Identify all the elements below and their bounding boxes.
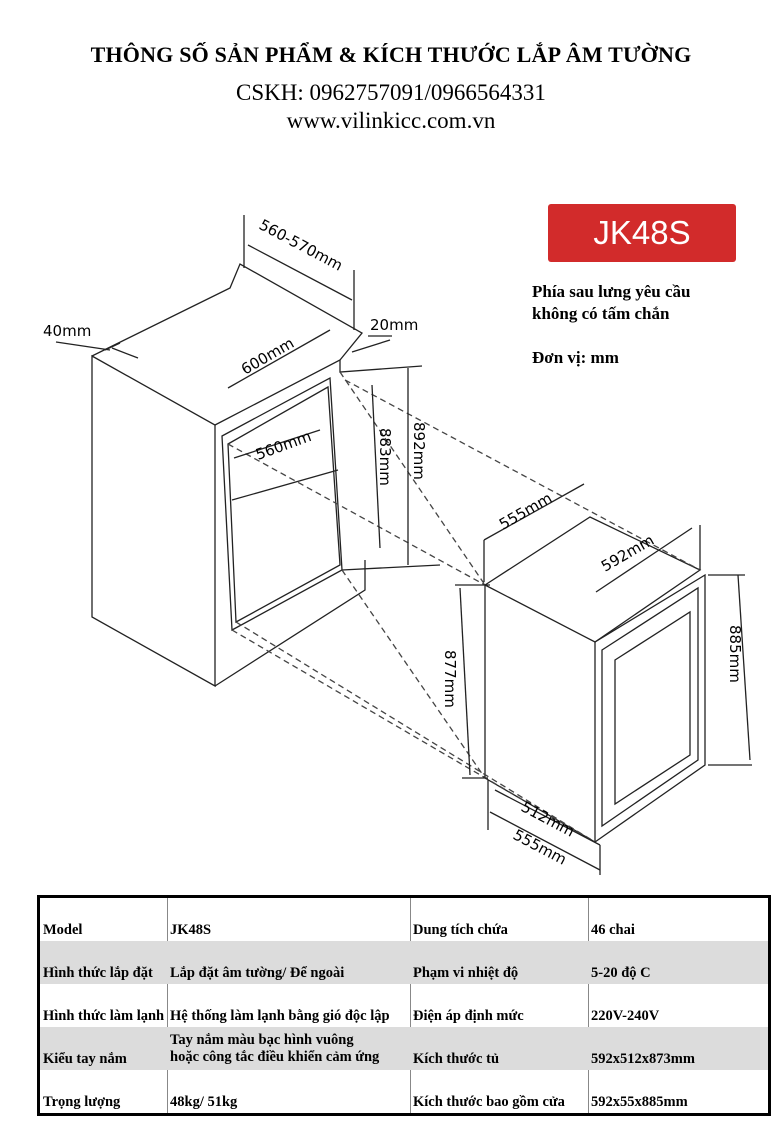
unit-note: Đơn vị: mm	[532, 348, 619, 367]
spec-table: Model JK48S Dung tích chứa 46 chai Hình …	[37, 895, 771, 1116]
dim-top-gap: 40mm	[43, 322, 91, 340]
spec-value: 220V-240V	[591, 1008, 660, 1024]
dim-unit-height: 877mm	[441, 650, 459, 708]
spec-row-cooling: Hình thức làm lạnh Hệ thống làm lạnh bằn…	[40, 984, 768, 1027]
spec-value-line-1: Tay nắm màu bạc hình vuông	[170, 1032, 354, 1048]
spec-label: Phạm vi nhiệt độ	[413, 965, 519, 981]
dim-door-height: 885mm	[726, 625, 744, 683]
note-line-1: Phía sau lưng yêu cầu	[532, 282, 691, 301]
note-line-2: không có tấm chắn	[532, 304, 670, 323]
dim-total-height: 892mm	[410, 422, 428, 480]
projection-lines	[227, 371, 701, 843]
spec-label: Dung tích chứa	[413, 922, 508, 938]
spec-value: Tay nắm màu bạc hình vuông hoặc công tắc…	[170, 1032, 379, 1066]
cabinet-outline	[91, 263, 441, 688]
dim-unit-width: 592mm	[598, 531, 657, 576]
spec-label: Kích thước tủ	[413, 1051, 500, 1067]
spec-value: 5-20 độ C	[591, 965, 651, 981]
spec-label: Model	[43, 922, 83, 938]
spec-row-handle: Kiểu tay nắm Tay nắm màu bạc hình vuông …	[40, 1027, 768, 1070]
spec-label: Kiểu tay nắm	[43, 1051, 127, 1067]
spec-label: Điện áp định mức	[413, 1008, 524, 1024]
dim-cabinet-depth: 560-570mm	[256, 216, 346, 275]
installation-drawing: 560-570mm 40mm 20mm 600mm 560mm 883mm 89…	[43, 215, 752, 875]
dim-unit-depth-top: 555mm	[496, 489, 555, 534]
spec-value-line-2: hoặc công tắc điều khiển cảm ứng	[170, 1049, 380, 1065]
website: www.vilinkicc.com.vn	[286, 108, 496, 133]
dim-opening-width: 560mm	[253, 427, 314, 464]
spec-label: Kích thước bao gồm cửa	[413, 1094, 565, 1110]
spec-value: 592x512x873mm	[591, 1051, 695, 1067]
spec-label: Trọng lượng	[43, 1094, 121, 1110]
spec-value: JK48S	[170, 922, 212, 938]
wine-cooler-outline	[483, 516, 706, 844]
spec-value: 46 chai	[591, 922, 635, 938]
dim-side-gap: 20mm	[370, 316, 418, 334]
spec-value: 592x55x885mm	[591, 1094, 688, 1110]
spec-value: Lắp đặt âm tường/ Để ngoài	[170, 965, 345, 981]
spec-value: Hệ thống làm lạnh bằng gió độc lập	[170, 1008, 390, 1024]
dim-cabinet-width: 600mm	[238, 334, 297, 379]
spec-row-install: Hình thức lắp đặt Lắp đặt âm tường/ Để n…	[40, 941, 768, 984]
spec-row-model: Model JK48S Dung tích chứa 46 chai	[40, 898, 768, 941]
model-badge-label: JK48S	[593, 214, 691, 251]
dimension-lines	[55, 215, 752, 875]
model-badge: JK48S	[548, 204, 736, 262]
spec-label: Hình thức lắp đặt	[43, 965, 153, 981]
page-title: THÔNG SỐ SẢN PHẨM & KÍCH THƯỚC LẮP ÂM TƯ…	[90, 42, 692, 67]
hotline: CSKH: 0962757091/0966564331	[236, 80, 546, 105]
spec-value: 48kg/ 51kg	[170, 1094, 238, 1110]
spec-row-weight: Trọng lượng 48kg/ 51kg Kích thước bao gồ…	[40, 1070, 768, 1113]
dim-opening-height: 883mm	[376, 428, 394, 486]
spec-label: Hình thức làm lạnh	[43, 1008, 165, 1024]
